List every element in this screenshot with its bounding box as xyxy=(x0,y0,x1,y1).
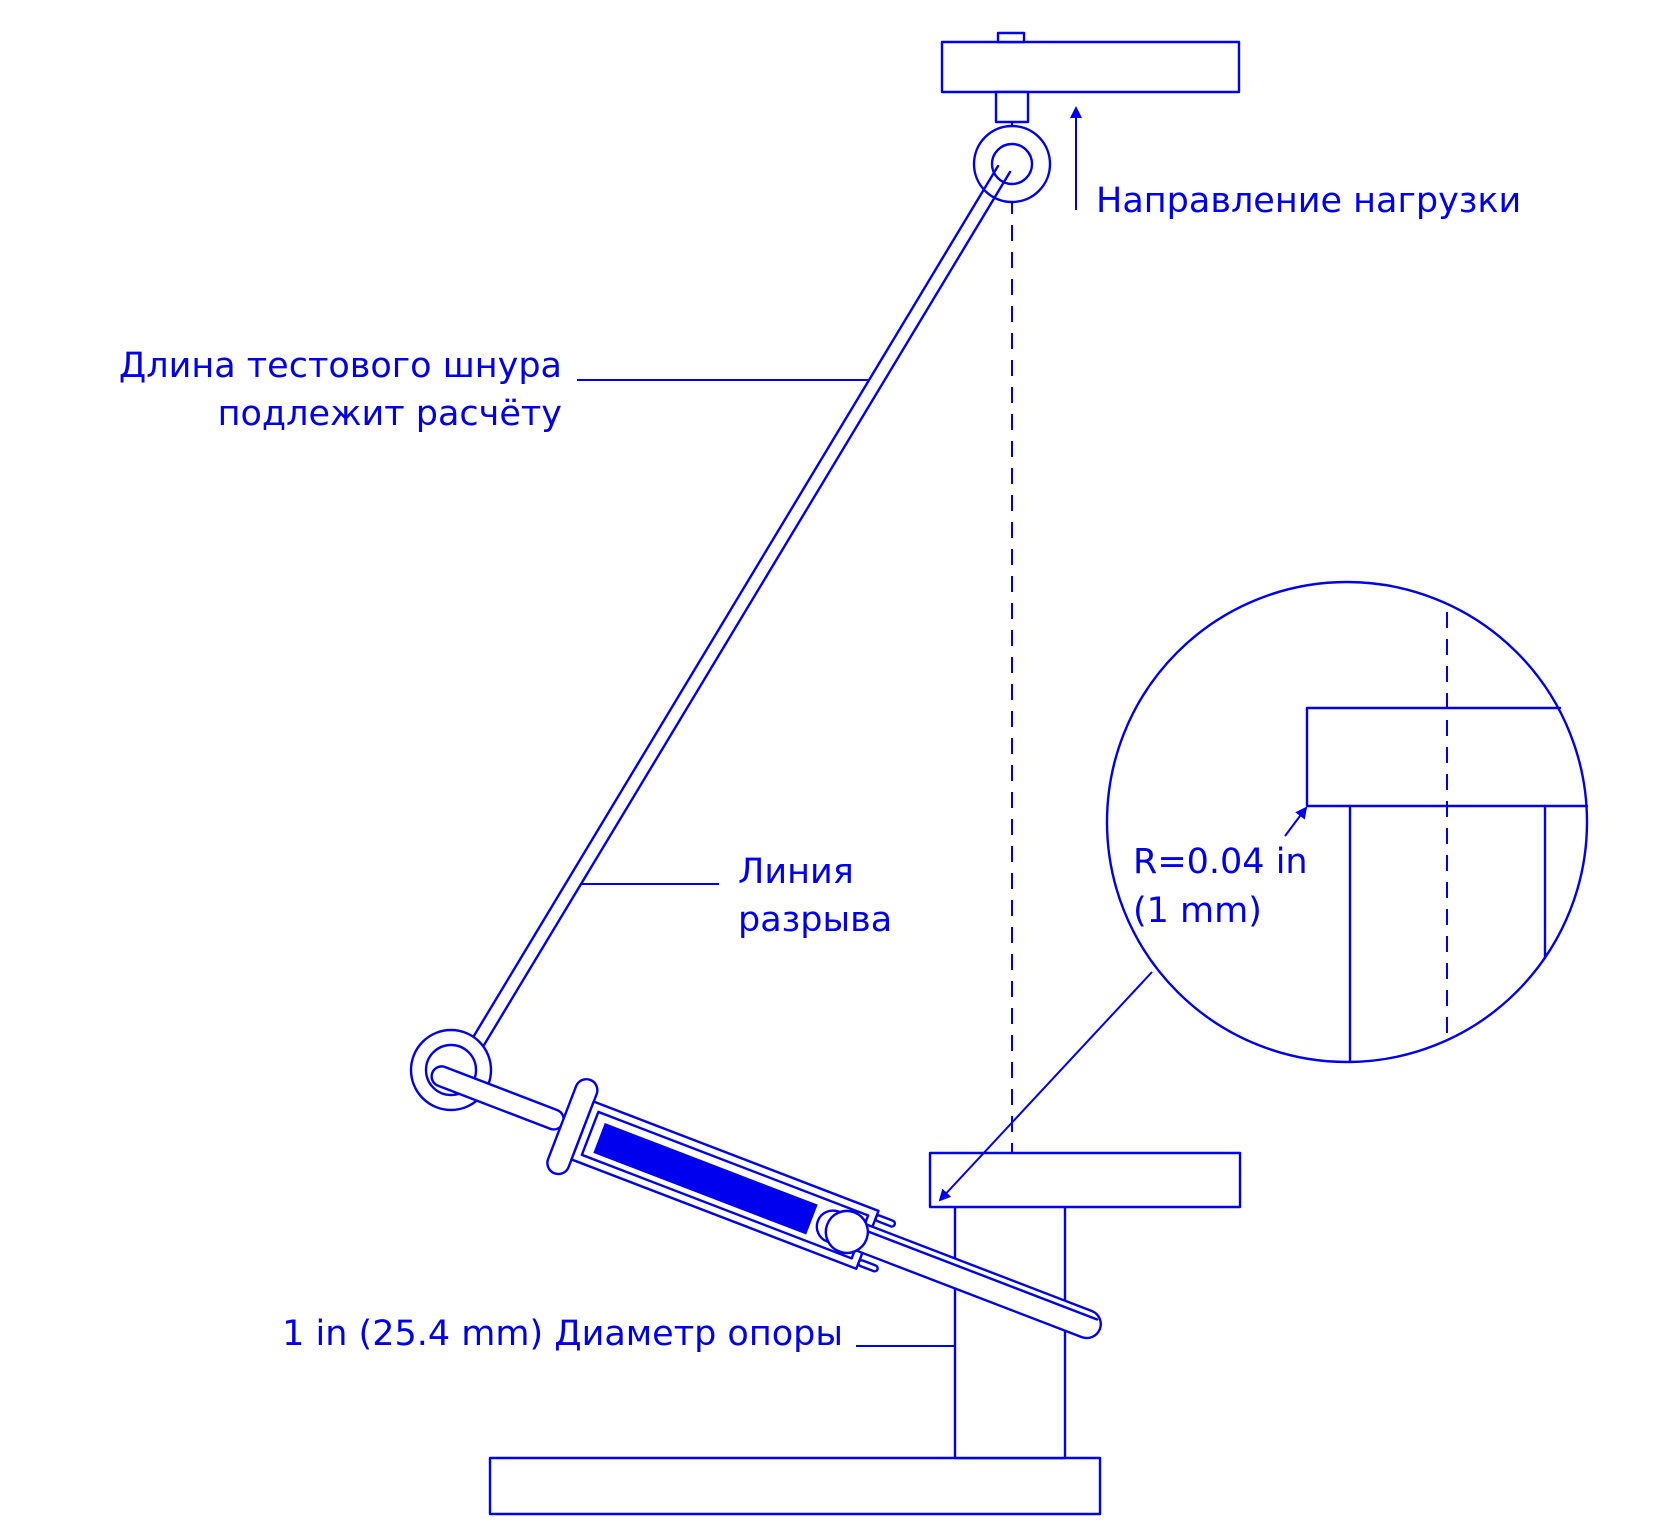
tensioner-assembly xyxy=(430,1065,1102,1340)
cord-length-label-line1: Длина тестового шнура xyxy=(119,346,562,386)
load-direction-label: Направление нагрузки xyxy=(1096,181,1521,221)
radius-arrow xyxy=(1284,806,1308,837)
support-diameter-label: 1 in (25.4 mm) Диаметр опоры xyxy=(282,1314,843,1354)
support-post xyxy=(488,1151,1242,1516)
detail-magnifier xyxy=(1105,580,1589,1064)
test-cord xyxy=(461,164,1012,1062)
cord-length-label-line2: подлежит расчёту xyxy=(218,394,562,434)
break-line-label-line1: Линия xyxy=(738,852,854,892)
top-shackle-ring xyxy=(972,124,1052,204)
radius-label-line1: R=0.04 in xyxy=(1133,842,1308,882)
break-line-label-line2: разрыва xyxy=(738,900,892,940)
radius-label-line2: (1 mm) xyxy=(1133,891,1262,931)
detail-pointer-arrow xyxy=(938,971,1153,1202)
top-load-plate xyxy=(940,31,1241,124)
